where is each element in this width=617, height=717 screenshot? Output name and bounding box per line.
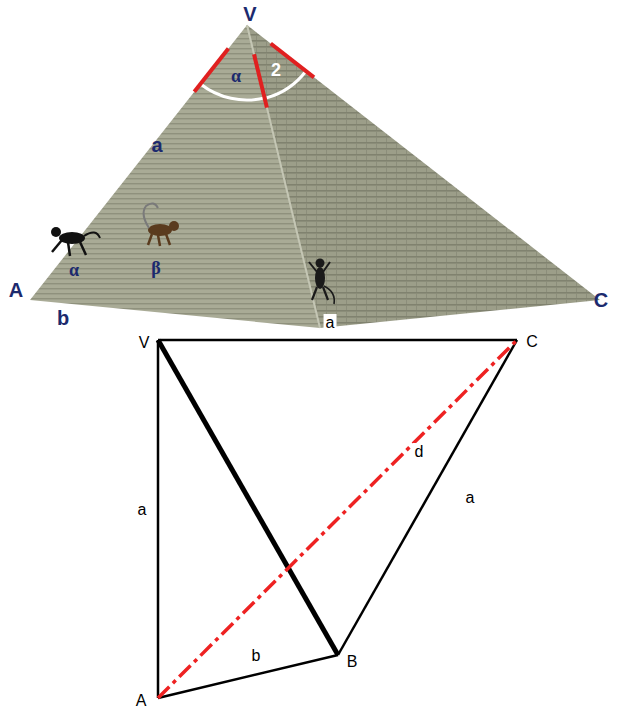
vertex-label: a	[136, 501, 149, 519]
monkey-figure	[144, 203, 179, 246]
photo-label: a	[149, 134, 164, 156]
pyramid-ridge	[247, 25, 320, 328]
vertex-label: A	[134, 692, 149, 710]
pyramid-left-face	[30, 25, 320, 328]
monkey-figure	[309, 259, 334, 305]
photo-label: b	[55, 307, 71, 329]
edge-mark	[254, 54, 267, 107]
photo-label: V	[241, 3, 258, 25]
photo-label: α	[67, 260, 81, 280]
vertex-label: B	[345, 653, 360, 671]
edge-line	[158, 655, 338, 698]
pyramid-right-face	[247, 25, 600, 328]
photo-label: C	[592, 289, 610, 311]
vertex-label: a	[464, 489, 477, 507]
photo-label: β	[149, 258, 162, 278]
photo-label: α	[229, 66, 243, 86]
vertex-label: d	[413, 443, 426, 461]
monkey-figure	[51, 227, 100, 256]
angle-arc	[201, 84, 265, 100]
vertex-label: a	[324, 314, 337, 332]
vertex-label: V	[137, 334, 152, 352]
edge-mark	[194, 49, 228, 92]
photo-label: A	[7, 279, 25, 301]
vertex-label: C	[524, 333, 540, 351]
edge-line	[157, 340, 160, 698]
vertex-label: b	[250, 647, 263, 665]
edge-line	[338, 340, 517, 655]
diagonal-line	[158, 340, 517, 698]
photo-label: 2	[269, 60, 283, 80]
edge-line	[158, 339, 517, 342]
